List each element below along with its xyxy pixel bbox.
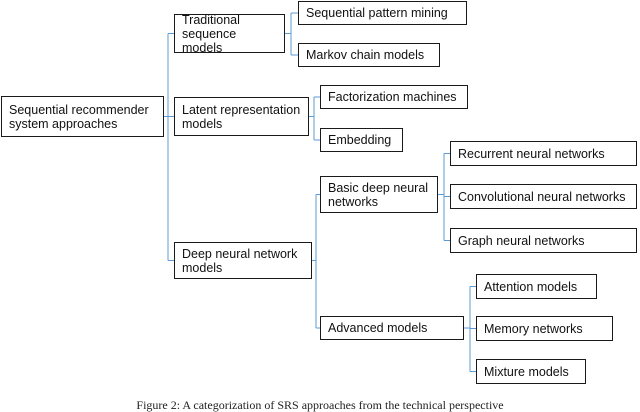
- node-convolutional-neural-networks: Convolutional neural networks: [450, 184, 637, 209]
- node-advanced-models: Advanced models: [320, 316, 464, 340]
- node-latent: Latent representation models: [174, 97, 309, 136]
- node-memory-networks: Memory networks: [476, 316, 613, 341]
- node-deep: Deep neural network models: [174, 242, 312, 279]
- node-basic-deep-neural-networks: Basic deep neural networks: [320, 176, 438, 213]
- node-graph-neural-networks: Graph neural networks: [450, 228, 637, 253]
- node-traditional: Traditional sequence models: [174, 14, 285, 53]
- figure-caption: Figure 2: A categorization of SRS approa…: [136, 398, 504, 412]
- node-root: Sequential recommender system approaches: [1, 96, 164, 137]
- node-recurrent-neural-networks: Recurrent neural networks: [450, 141, 637, 166]
- node-sequential-pattern-mining: Sequential pattern mining: [298, 1, 467, 25]
- node-embedding: Embedding: [320, 128, 403, 152]
- node-factorization-machines: Factorization machines: [320, 85, 468, 109]
- node-markov-chain-models: Markov chain models: [298, 43, 440, 67]
- node-attention-models: Attention models: [476, 274, 597, 299]
- node-mixture-models: Mixture models: [476, 359, 586, 384]
